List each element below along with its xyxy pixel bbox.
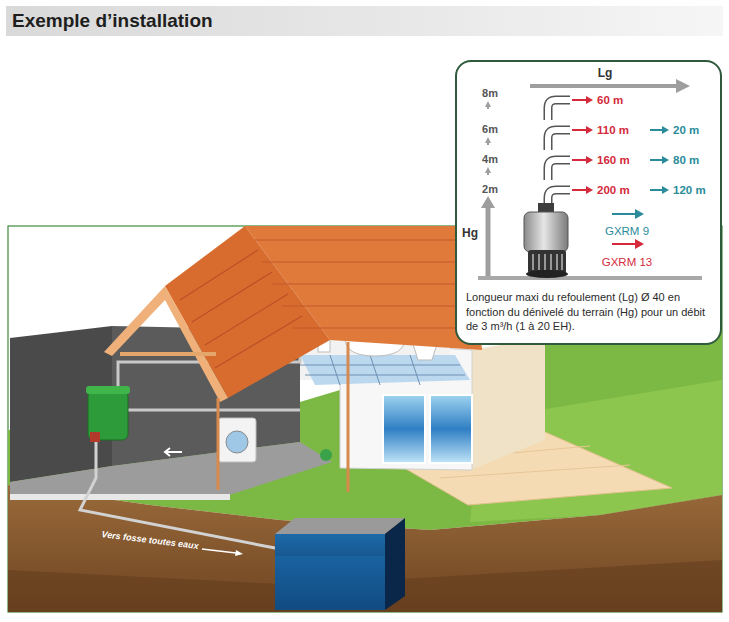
floor-line — [478, 276, 702, 280]
dimension-label: 6m — [482, 123, 498, 135]
height-arrows — [487, 106, 489, 109]
septic-tank — [275, 534, 385, 610]
pump — [524, 203, 568, 278]
dimension-label: 4m — [482, 153, 498, 165]
red-arrows — [612, 243, 636, 245]
chart-caption: Longueur maxi du refoulement (Lg) Ø 40 e… — [466, 290, 711, 334]
red-arrows — [572, 159, 587, 161]
pipe-elbows — [548, 100, 570, 120]
teal-arrows — [612, 126, 669, 219]
length-arrow — [676, 79, 690, 93]
length-arrow — [530, 79, 690, 93]
pipe-elbows — [548, 130, 570, 150]
dimension-label: 160 m — [597, 154, 630, 167]
dimension-label: 120 m — [673, 184, 706, 197]
red-arrows — [586, 126, 593, 134]
pipe-elbows — [548, 160, 570, 180]
bathroom — [300, 355, 470, 385]
lifting-station — [90, 432, 100, 442]
pipe-elbows — [548, 100, 570, 206]
red-arrows — [586, 96, 593, 104]
downspouts — [218, 342, 348, 492]
teal-arrows — [635, 209, 644, 219]
red-arrows — [572, 99, 587, 101]
roofs — [165, 226, 330, 398]
teal-arrows — [612, 213, 636, 215]
dimension-label: 200 m — [597, 184, 630, 197]
teal-arrows — [650, 129, 663, 131]
garage — [218, 418, 256, 462]
title-band — [6, 6, 723, 36]
height-arrows — [486, 207, 491, 276]
garage — [10, 494, 230, 500]
right-wing — [383, 395, 425, 463]
pump — [524, 212, 568, 252]
title-band — [6, 6, 723, 36]
soil — [8, 485, 722, 612]
red-arrows — [586, 156, 593, 164]
bathroom — [300, 355, 465, 385]
red-arrows — [635, 239, 644, 249]
page-title: Exemple d’installation — [12, 7, 213, 35]
dimension-label: Hg — [462, 227, 478, 240]
hose-reel — [320, 449, 332, 461]
teal-arrows — [662, 126, 669, 134]
red-arrows — [586, 186, 593, 194]
garage — [226, 431, 248, 453]
teal-arrows — [662, 156, 669, 164]
height-arrows — [481, 196, 495, 208]
dimension-label: 60 m — [597, 94, 623, 107]
dimension-label: 2m — [482, 183, 498, 195]
chart-art — [478, 79, 702, 278]
chart-panel: Longueur maxi du refoulement (Lg) Ø 40 e… — [455, 60, 722, 345]
hose-reel — [320, 449, 332, 461]
right-wing — [430, 395, 472, 463]
pipe-elbows — [548, 160, 570, 180]
dimension-label: 8m — [482, 87, 498, 99]
dimension-label: 20 m — [673, 124, 699, 137]
pump — [526, 270, 568, 278]
roofs — [120, 352, 216, 356]
roofs — [104, 286, 228, 402]
roofs — [255, 240, 480, 328]
teal-arrows — [650, 189, 663, 191]
teal-arrows — [662, 186, 669, 194]
pipe-elbows — [548, 100, 570, 120]
flow-arrow — [202, 549, 236, 553]
pipes — [128, 409, 300, 412]
dimension-label: 110 m — [597, 124, 629, 137]
length-arrow — [530, 84, 677, 88]
septic-tank — [275, 518, 405, 534]
right-wing — [470, 338, 545, 470]
teal-arrows — [650, 159, 663, 161]
height-arrows — [487, 142, 489, 145]
pipes — [80, 350, 300, 548]
garage — [10, 442, 332, 496]
floor-line — [478, 278, 702, 279]
lifting-station — [86, 386, 130, 394]
flow-arrow — [202, 549, 243, 556]
height-arrows — [487, 172, 489, 175]
dimension-label: 80 m — [673, 154, 699, 167]
red-arrows — [572, 129, 587, 131]
dimension-label: Lg — [598, 67, 613, 80]
septic-tank — [275, 518, 405, 610]
roofs — [180, 250, 302, 368]
roofs — [104, 226, 482, 402]
downspouts — [218, 342, 348, 492]
lifting-station — [86, 386, 130, 442]
legend-label: GXRM 13 — [602, 256, 653, 269]
pump — [533, 254, 562, 270]
septic-tank — [275, 556, 385, 610]
soil — [8, 485, 722, 612]
garage — [165, 448, 182, 456]
red-arrows — [572, 189, 587, 191]
pipe-elbows — [548, 130, 570, 150]
flow-arrow — [235, 550, 243, 556]
legend-label: GXRM 9 — [605, 225, 649, 238]
septic-tank — [385, 518, 405, 610]
